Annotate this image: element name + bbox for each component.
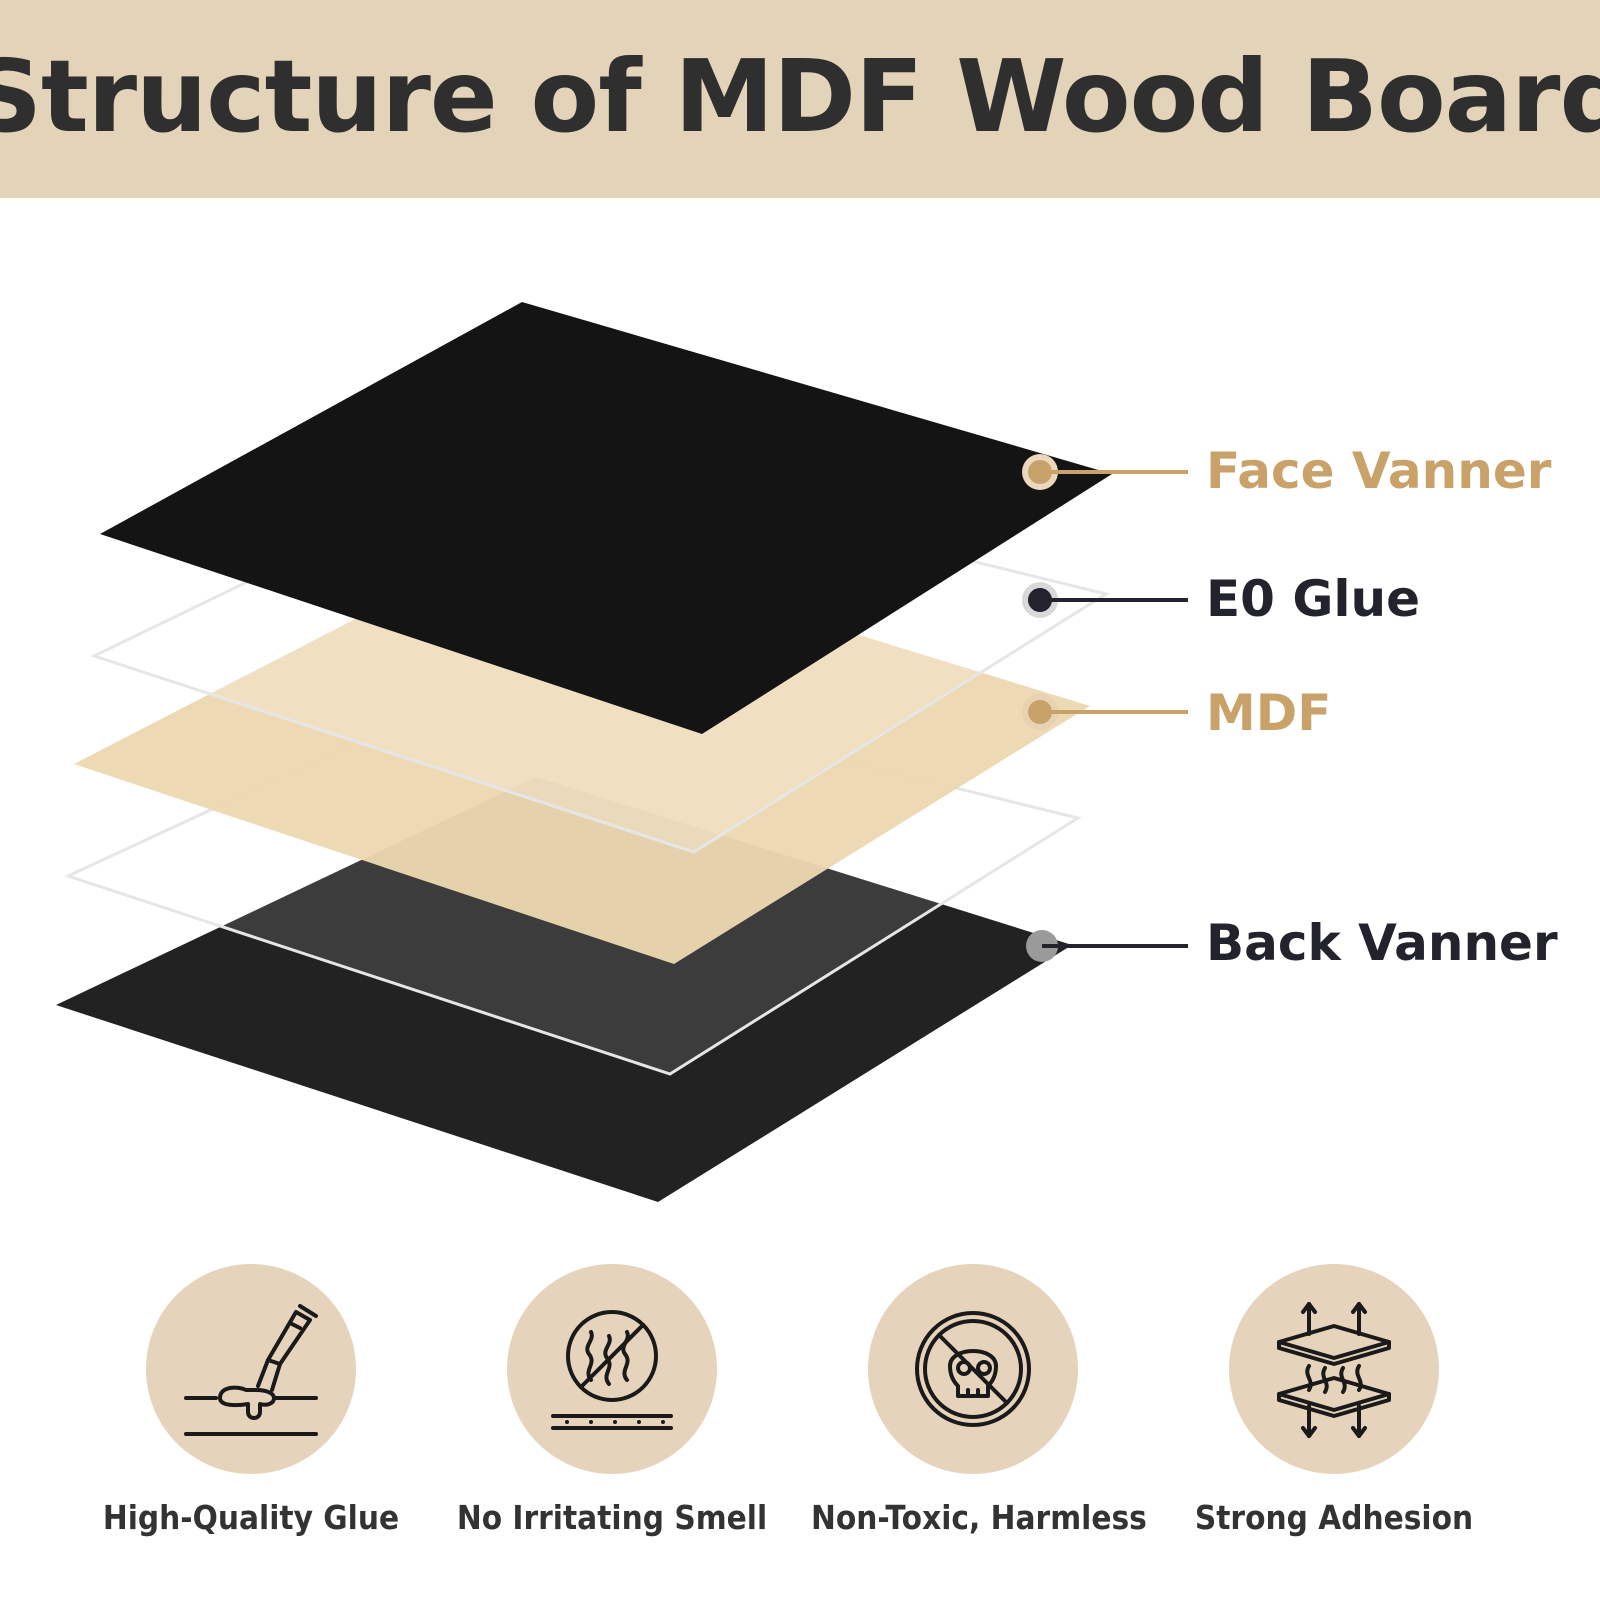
mdf-leader [1022, 694, 1188, 730]
face-vanner-leader [1022, 454, 1188, 490]
back-vanner-sheet [56, 777, 1072, 1202]
page-title: Structure of MDF Wood Board [0, 37, 1600, 155]
feature-label-strong-adhesion: Strong Adhesion [1194, 1498, 1474, 1537]
e0-glue-leader [1022, 582, 1188, 618]
feature-strong-adhesion [1229, 1264, 1439, 1474]
feature-label-non-toxic-harmless: Non-Toxic, Harmless [811, 1498, 1147, 1537]
face-vanner-sheet [100, 302, 1112, 734]
face-vanner-label: Face Vanner [1206, 442, 1552, 500]
e0-glue-label: E0 Glue [1206, 570, 1421, 628]
feature-label-high-quality-glue: High-Quality Glue [102, 1498, 400, 1537]
feature-high-quality-glue [146, 1264, 356, 1474]
mdf-label: MDF [1206, 684, 1332, 742]
back-vanner-leader [1026, 930, 1188, 962]
no-toxic-skull-icon [915, 1311, 1031, 1427]
feature-non-toxic-harmless [868, 1264, 1078, 1474]
feature-label-no-irritating-smell: No Irritating Smell [456, 1498, 768, 1537]
adhesion-layers-icon [1277, 1302, 1391, 1438]
no-smell-icon [551, 1310, 673, 1430]
header-banner: Structure of MDF Wood Board [0, 0, 1600, 198]
back-vanner-label: Back Vanner [1206, 914, 1558, 972]
glue-tube-icon [184, 1304, 318, 1436]
feature-no-irritating-smell [507, 1264, 717, 1474]
